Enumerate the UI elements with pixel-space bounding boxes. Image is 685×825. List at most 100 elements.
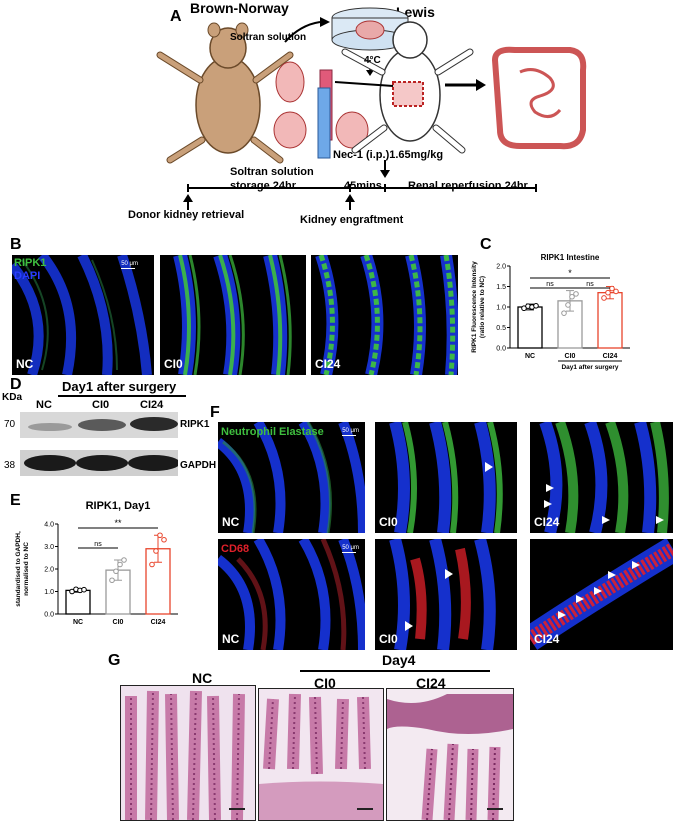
group-label-ci24: CI24 (534, 515, 560, 529)
kda-label: KDa (2, 392, 23, 403)
y-tick-label: 3.0 (44, 544, 54, 551)
x-tick-label: CI0 (565, 353, 576, 360)
storage-line2: storage 24hr (230, 180, 297, 192)
data-point (121, 557, 127, 563)
ne-image-nc: Neutrophil Elastase 50 μm NC (218, 422, 365, 533)
bar-nc (517, 306, 543, 349)
data-point (153, 548, 159, 554)
band-label-ripk1: RIPK1 (180, 419, 210, 430)
data-point (561, 310, 567, 316)
y-tick-label: 1.0 (496, 305, 506, 312)
group-label-ci0: CI0 (379, 632, 398, 646)
he-image-ci0 (258, 688, 384, 821)
y-axis-label: (ratio relative to NC) (479, 276, 486, 338)
data-point (601, 295, 607, 301)
y-tick-label: 4.0 (44, 522, 54, 529)
data-point (573, 291, 579, 297)
ne-image-ci24: CI24 (530, 422, 673, 533)
marker-70: 70 (4, 419, 16, 430)
y-tick-label: 0.0 (44, 612, 54, 619)
y-tick-label: 1.0 (44, 589, 54, 596)
y-axis-label: standardised to GAPDH, (15, 531, 22, 607)
y-tick-label: 0.5 (496, 325, 506, 332)
engraftment-label: Kidney engraftment (300, 214, 404, 226)
scale-bar: 50 μm (121, 261, 138, 267)
data-point (161, 536, 167, 543)
chart-title: RIPK1, Day1 (86, 500, 151, 512)
significance-label: * (568, 268, 572, 278)
data-point (613, 288, 619, 295)
transplant-schematic (156, 7, 587, 164)
data-point (565, 302, 571, 308)
ripk1-image-nc: RIPK1 DAPI 50 μm NC (12, 255, 154, 375)
group-label-ci24: CI24 (315, 357, 341, 371)
y-tick-label: 0.0 (496, 346, 506, 353)
x-axis-label: Day1 after surgery (561, 364, 618, 371)
significance-label: ns (546, 281, 554, 288)
data-point (609, 285, 615, 292)
retrieval-label: Donor kidney retrieval (128, 209, 245, 221)
data-point (81, 586, 87, 593)
lane-label-nc: NC (36, 399, 52, 411)
y-tick-label: 1.5 (496, 284, 506, 291)
delay-label: 45mins (344, 180, 382, 192)
kidney-graft-icon (273, 61, 369, 159)
day4-label: Day4 (382, 652, 416, 668)
ripk1-image-ci24: CI24 (311, 255, 458, 375)
he-image-nc (120, 685, 256, 821)
data-point (157, 532, 163, 539)
data-point (113, 568, 119, 575)
lane-label-ci24: CI24 (140, 399, 164, 411)
x-tick-label: NC (73, 619, 83, 626)
y-axis-label: normalised to NC (23, 542, 30, 596)
x-tick-label: CI24 (151, 619, 166, 626)
soltran-dish-icon (331, 7, 409, 51)
significance-label: ** (114, 518, 122, 528)
panel-e-letter: E (10, 492, 21, 509)
lane-label-ci0: CI0 (92, 399, 110, 411)
x-tick-label: CI0 (113, 619, 124, 626)
panel-d-letter: D (10, 376, 22, 393)
ne-image-ci0: CI0 (375, 422, 517, 533)
ripk1-day1-chart: RIPK1, Day1 0.0 1.0 2.0 3.0 4.0 standardised t… (15, 500, 178, 626)
ripk1-stain-label: RIPK1 (14, 257, 47, 269)
cd68-image-ci0: CI0 (375, 539, 517, 650)
he-image-ci24 (386, 688, 514, 821)
he-group-label-nc: NC (192, 670, 213, 686)
group-label-ci0: CI0 (379, 515, 398, 529)
scale-bar: 50 μm (342, 545, 359, 551)
recipient-rat-icon (341, 21, 474, 154)
data-point (569, 293, 575, 300)
data-point (605, 289, 611, 296)
donor-strain-label: Brown-Norway (190, 0, 289, 16)
group-label-nc: NC (222, 632, 240, 646)
y-tick-label: 2.0 (496, 264, 506, 271)
x-tick-label: CI24 (603, 353, 618, 360)
chart-title: RIPK1 Intestine (541, 253, 600, 262)
intestine-icon (491, 46, 587, 150)
y-tick-label: 2.0 (44, 567, 54, 574)
panel-g-letter: G (108, 652, 121, 669)
panel-c-letter: C (480, 236, 492, 253)
x-tick-label: NC (525, 353, 535, 360)
ripk1-image-ci0: CI0 (160, 255, 306, 375)
bar-nc (65, 589, 91, 615)
cd68-stain-label: CD68 (221, 543, 250, 555)
panel-a-letter: A (170, 8, 182, 25)
group-label-nc: NC (222, 515, 240, 529)
donor-rat-icon (156, 22, 294, 164)
marker-38: 38 (4, 460, 16, 471)
data-point (117, 561, 123, 568)
significance-label: ns (94, 541, 102, 548)
temperature-label: 4°C (364, 55, 381, 66)
cd68-image-ci24: CI24 (530, 539, 673, 650)
drug-label: Nec-1 (i.p.)1.65mg/kg (333, 149, 444, 161)
significance-label: ns (586, 281, 594, 288)
reperfusion-label: Renal reperfusion 24hr (408, 180, 528, 192)
ne-stain-label: Neutrophil Elastase (221, 426, 324, 438)
data-point (149, 561, 155, 568)
experiment-timeline (183, 160, 537, 210)
data-point (69, 588, 75, 595)
scale-bar: 50 μm (342, 428, 359, 434)
